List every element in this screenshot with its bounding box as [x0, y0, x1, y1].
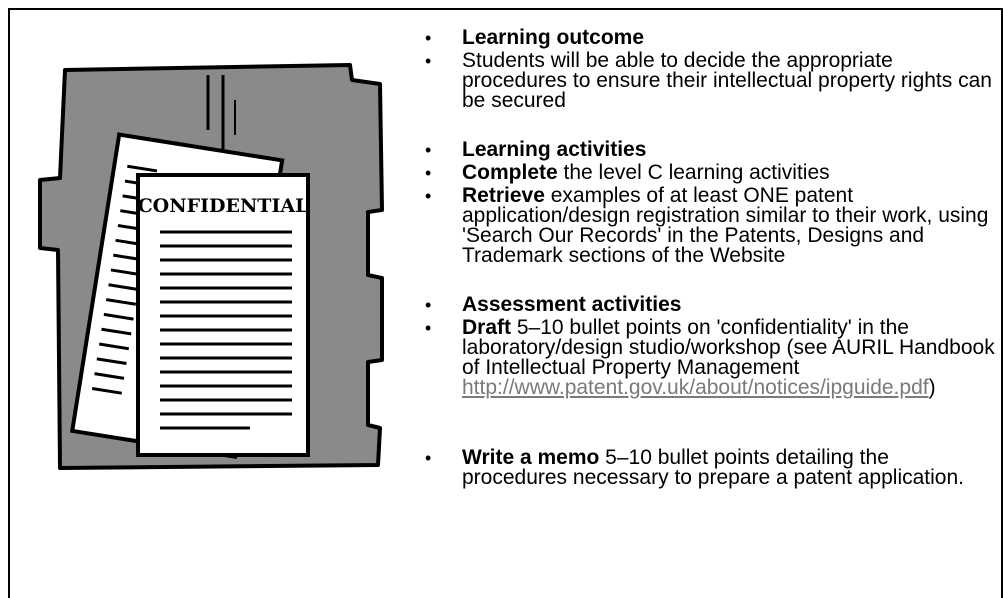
bullet-icon: • [425, 448, 432, 468]
item-bold-text: Write a memo [462, 446, 600, 469]
list-item-heading-assessment-activities: • Assessment activities [425, 293, 995, 316]
bullet-icon: • [425, 318, 432, 338]
list-item: • Complete the level C learning activiti… [425, 161, 995, 184]
bullet-icon: • [425, 163, 432, 183]
bullet-icon: • [425, 51, 432, 71]
item-text: the level C learning activities [557, 161, 830, 184]
ipguide-link[interactable]: http://www.patent.gov.uk/about/notices/i… [462, 376, 929, 399]
bullet-icon: • [425, 186, 432, 206]
item-text: Students will be able to decide the appr… [462, 49, 992, 112]
bullet-icon: • [425, 295, 432, 315]
slide-frame [8, 8, 1003, 598]
confidential-stamp-text: CONFIDENTIAL [138, 195, 309, 217]
section-heading: Learning outcome [462, 26, 645, 49]
list-item: • Retrieve examples of at least ONE pate… [425, 184, 995, 267]
bullet-icon: • [425, 140, 432, 160]
list-item: • Students will be able to decide the ap… [425, 49, 995, 112]
section-heading: Learning activities [462, 138, 647, 161]
bullet-icon: • [425, 28, 432, 48]
list-item: • Draft 5–10 bullet points on 'confident… [425, 316, 995, 399]
item-bold-text: Draft [462, 316, 512, 339]
list-item-heading-learning-activities: • Learning activities [425, 138, 995, 161]
list-item-heading-learning-outcome: • Learning outcome [425, 26, 995, 49]
section-heading: Assessment activities [462, 293, 682, 316]
list-item: • Write a memo 5–10 bullet points detail… [425, 446, 995, 489]
item-text: 5–10 bullet points on 'confidentiality' … [462, 316, 995, 379]
item-bold-text: Retrieve [462, 184, 545, 207]
bullet-content: • Learning outcome • Students will be ab… [425, 26, 995, 489]
item-bold-text: Complete [462, 161, 558, 184]
item-text: 5–10 bullet points detailing the procedu… [462, 446, 964, 489]
item-text-after: ) [928, 376, 936, 399]
confidential-folder-icon: CONFIDENTIAL [38, 63, 384, 470]
item-text: examples of at least ONE patent applicat… [462, 184, 989, 267]
